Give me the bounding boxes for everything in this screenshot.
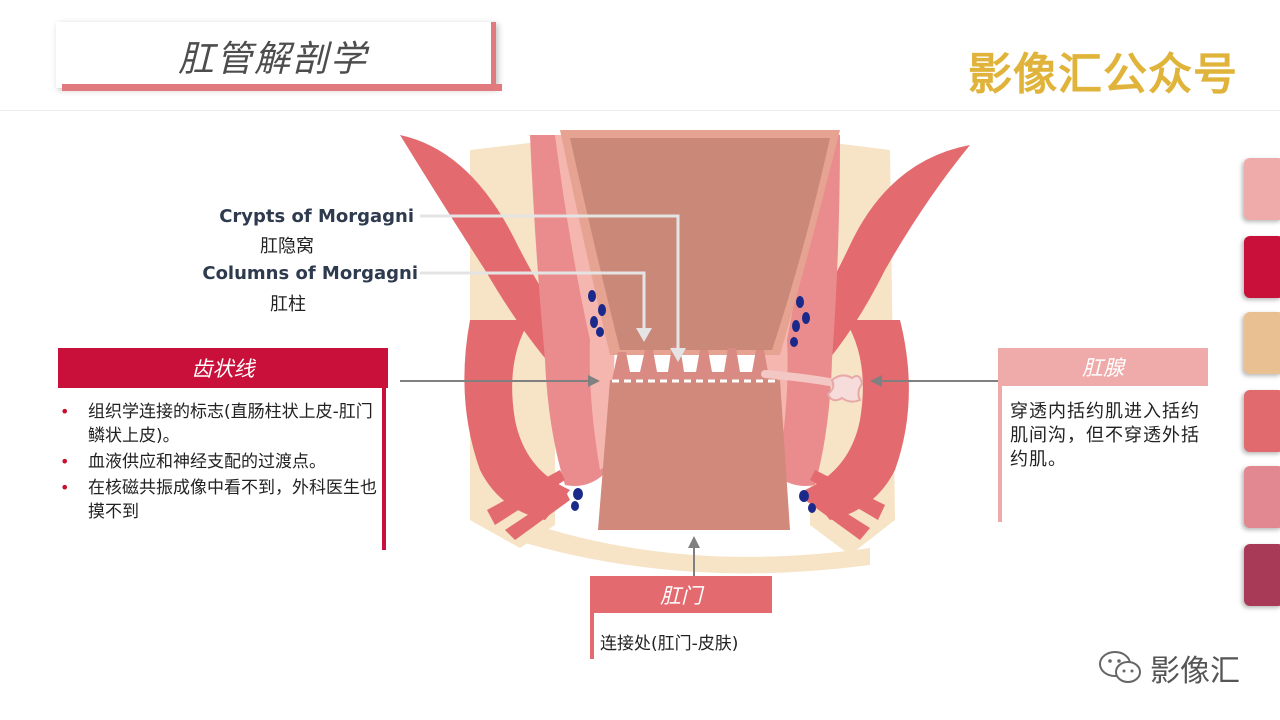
pointer-columns (420, 271, 646, 332)
crypts-label-en: Crypts of Morgagni (219, 206, 414, 227)
swatch-6 (1244, 544, 1280, 606)
anal-gland-banner: 肛腺 (998, 348, 1208, 386)
anal-gland (826, 374, 864, 403)
dentate-line-title: 齿状线 (191, 357, 255, 381)
anal-gland-note: 穿透内括约肌进入括约肌间沟，但不穿透外括约肌。 (1010, 401, 1200, 470)
vessels-right-lower (799, 490, 816, 513)
anal-gland-border (998, 386, 1002, 522)
dentate-bullet-3: 在核磁共振成像中看不到，外科医生也摸不到 (60, 476, 378, 524)
header-divider (0, 110, 1280, 111)
dentate-line-notes: 组织学连接的标志(直肠柱状上皮-肛门鳞状上皮)。 血液供应和神经支配的过渡点。 … (60, 400, 378, 526)
vessels-left-upper (588, 290, 606, 337)
swatch-3 (1244, 312, 1280, 374)
anus-title: 肛门 (660, 583, 702, 608)
columns-label-cn: 肛柱 (270, 294, 306, 315)
external-sphincter-left (464, 320, 570, 520)
footer-text: 影像汇 (1150, 654, 1240, 689)
anus-banner: 肛门 (590, 576, 772, 613)
brand-logo-text: 影像汇公众号 (968, 49, 1238, 100)
anal-columns (612, 346, 778, 380)
page-title: 肛管解剖学 (178, 39, 369, 80)
dentate-panel-border (382, 388, 386, 550)
anus-border (590, 613, 594, 659)
title-card (56, 22, 496, 88)
vessels-right-upper (790, 296, 810, 347)
rectal-lumen (570, 138, 830, 350)
dentate-bullet-1: 组织学连接的标志(直肠柱状上皮-肛门鳞状上皮)。 (60, 400, 378, 448)
lower-fat-band (515, 520, 870, 574)
external-sphincter-right (805, 320, 909, 520)
submucosa-left (555, 135, 615, 470)
wechat-icon (1099, 651, 1141, 683)
swatch-1 (1244, 158, 1280, 220)
anus-note: 连接处(肛门-皮肤) (600, 634, 739, 654)
internal-sphincter-left (530, 135, 610, 486)
dentate-line-banner: 齿状线 (58, 348, 388, 388)
title-underline (62, 84, 502, 91)
dentate-bullet-2: 血液供应和神经支配的过渡点。 (60, 450, 378, 474)
columns-label-en: Columns of Morgagni (202, 263, 418, 284)
swatch-2 (1244, 236, 1280, 298)
anal-canal (598, 380, 790, 530)
crypts-label-cn: 肛隐窝 (260, 236, 314, 257)
swatch-4 (1244, 390, 1280, 452)
anal-gland-title: 肛腺 (1082, 356, 1124, 380)
footer-watermark: 影像汇 (1098, 646, 1240, 690)
pointer-crypts (420, 214, 680, 352)
swatch-5 (1244, 466, 1280, 528)
vessels-left-lower (571, 488, 583, 511)
